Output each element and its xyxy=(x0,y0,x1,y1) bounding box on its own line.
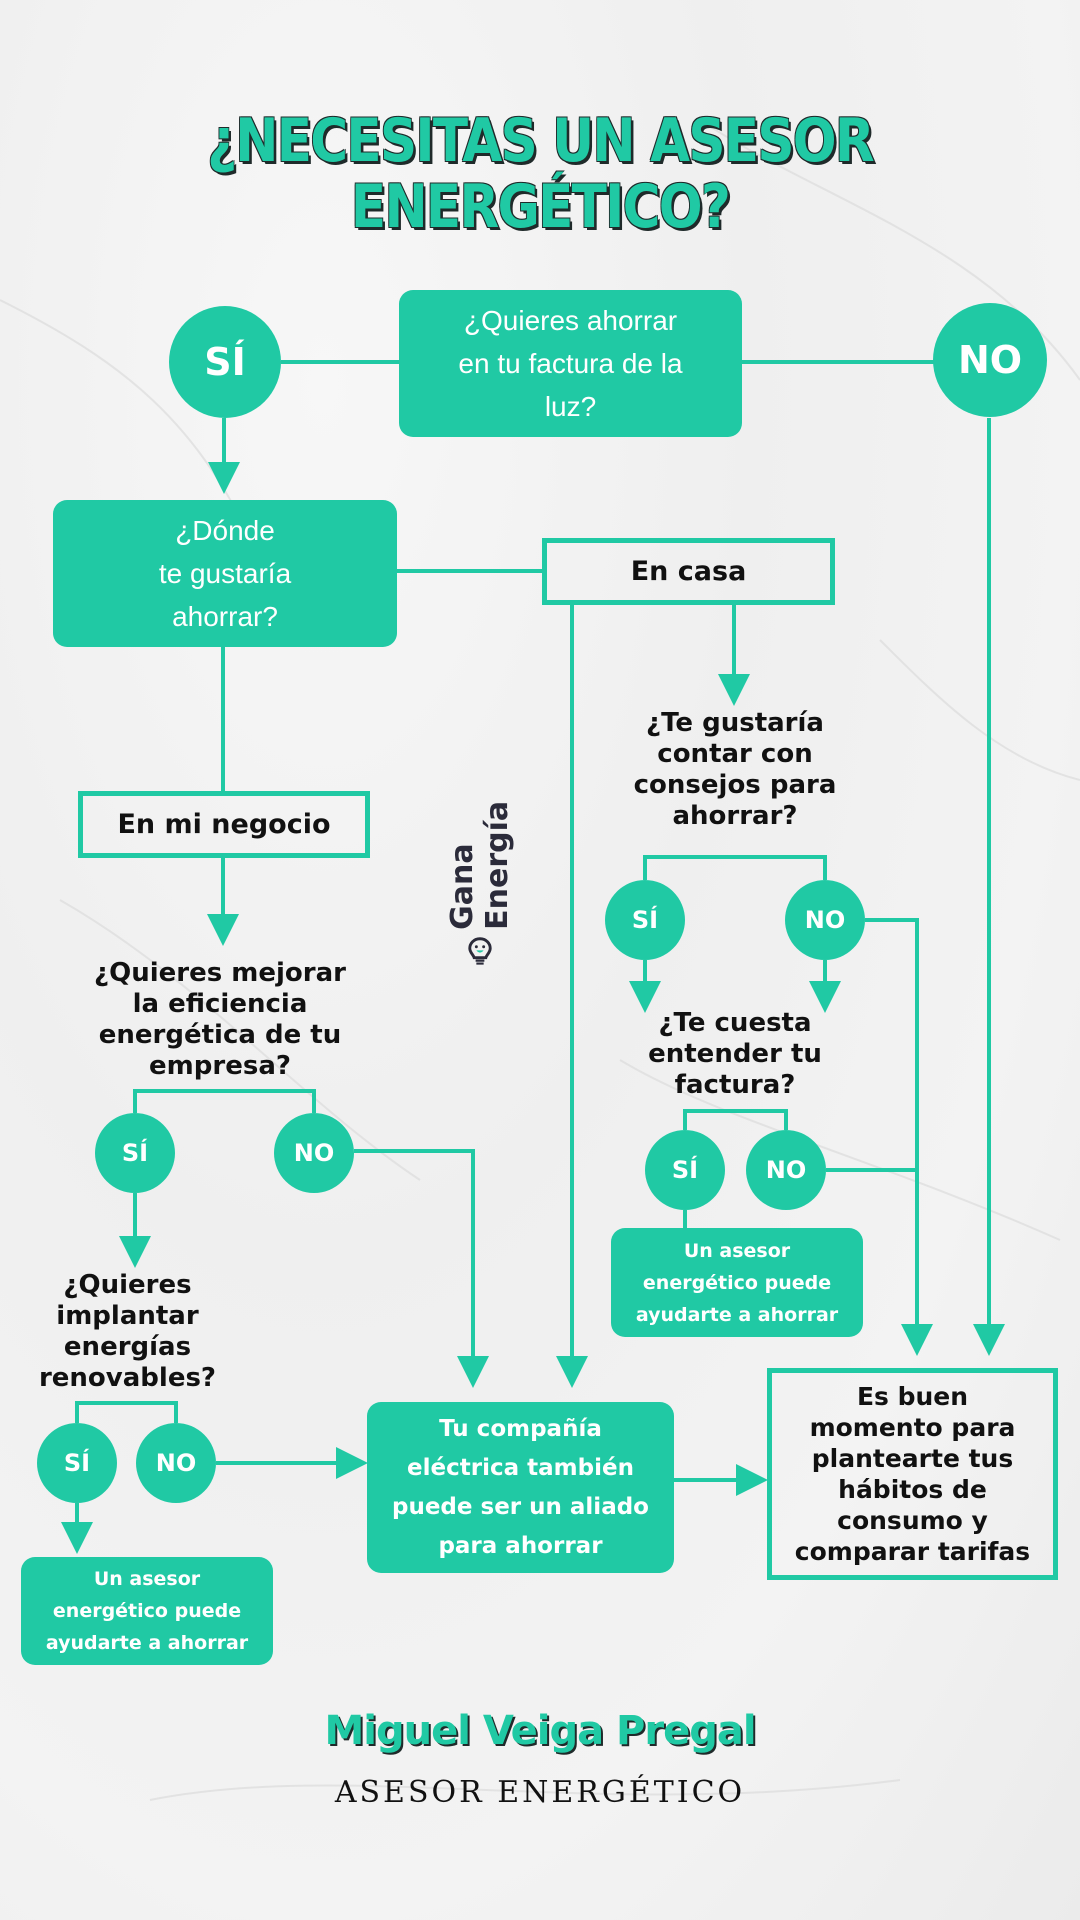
renewables-question: ¿Quieres implantar energías renovables? xyxy=(20,1270,235,1394)
efficiency-yes-circle: SÍ xyxy=(95,1113,175,1193)
business-option-label: En mi negocio xyxy=(117,809,331,840)
company-result-line: Tu compañía xyxy=(439,1415,602,1442)
efficiency-question-line: empresa? xyxy=(149,1051,291,1081)
main-question-line: en tu factura de la xyxy=(458,348,683,379)
bill-yes-circle: SÍ xyxy=(645,1130,725,1210)
main-question-line: luz? xyxy=(544,391,597,422)
bracket-renewables xyxy=(75,1401,178,1423)
title-line-1: ¿NECESITAS UN ASESOR xyxy=(207,106,875,176)
author-name: Miguel Veiga Pregal xyxy=(324,1708,756,1754)
final-result-line: momento para xyxy=(809,1413,1016,1442)
advisor-result-line: ayudarte a ahorrar xyxy=(45,1632,249,1654)
home-option-box: En casa xyxy=(542,538,835,605)
tips-question-line: ahorrar? xyxy=(672,801,798,831)
renewables-yes-label: SÍ xyxy=(63,1449,91,1477)
company-result-box: Tu compañía eléctrica también puede ser … xyxy=(367,1402,674,1573)
efficiency-question: ¿Quieres mejorar la eficiencia energétic… xyxy=(60,958,380,1082)
bill-question-line: ¿Te cuesta xyxy=(658,1008,812,1038)
tips-question-line: ¿Te gustaría xyxy=(646,708,824,738)
gana-energia-logo: Gana Energía xyxy=(445,765,515,965)
tips-no-circle: NO xyxy=(785,880,865,960)
efficiency-no-circle: NO xyxy=(274,1113,354,1193)
company-result-line: para ahorrar xyxy=(438,1532,603,1559)
main-question-line: ¿Quieres ahorrar xyxy=(463,305,678,336)
business-advisor-result-box: Un asesor energético puede ayudarte a ah… xyxy=(21,1557,273,1665)
page-title: ¿NECESITAS UN ASESOR ENERGÉTICO? xyxy=(76,108,1005,240)
renewables-question-line: renovables? xyxy=(38,1363,217,1393)
bill-question: ¿Te cuesta entender tu factura? xyxy=(615,1008,855,1101)
company-result-line: eléctrica también xyxy=(407,1454,634,1481)
renewables-no-label: NO xyxy=(155,1449,197,1477)
where-question-line: te gustaría xyxy=(158,558,292,589)
brand-name: Gana Energía xyxy=(445,800,515,930)
final-result-line: consumo y xyxy=(837,1506,988,1535)
efficiency-question-line: energética de tu xyxy=(98,1020,342,1050)
arrow-efficiency-no-to-company xyxy=(354,1149,489,1388)
bracket-bill xyxy=(683,1109,788,1130)
renewables-question-line: implantar xyxy=(56,1301,199,1331)
top-yes-label: SÍ xyxy=(204,340,246,384)
home-option-label: En casa xyxy=(630,556,747,587)
business-option-box: En mi negocio xyxy=(78,791,370,858)
bracket-efficiency xyxy=(133,1089,316,1113)
arrow-tips-no-to-final xyxy=(865,918,933,1356)
final-result-line: plantearte tus xyxy=(811,1444,1014,1473)
bill-no-circle: NO xyxy=(746,1130,826,1210)
advisor-result-line: energético puede xyxy=(52,1600,242,1622)
advisor-result-line: ayudarte a ahorrar xyxy=(635,1303,839,1326)
tips-yes-label: SÍ xyxy=(631,906,659,934)
bill-no-label: NO xyxy=(765,1156,807,1184)
where-question-box: ¿Dónde te gustaría ahorrar? xyxy=(53,500,397,647)
final-result-line: hábitos de xyxy=(838,1475,987,1504)
renewables-no-circle: NO xyxy=(136,1423,216,1503)
efficiency-question-line: ¿Quieres mejorar xyxy=(94,958,346,988)
tips-question: ¿Te gustaría contar con consejos para ah… xyxy=(600,708,870,832)
top-no-circle: NO xyxy=(933,303,1047,417)
advisor-result-line: Un asesor xyxy=(93,1568,201,1590)
efficiency-yes-label: SÍ xyxy=(121,1139,149,1167)
efficiency-no-label: NO xyxy=(293,1139,335,1167)
tips-question-line: consejos para xyxy=(633,770,837,800)
renewables-question-line: ¿Quieres xyxy=(63,1270,192,1300)
company-result-line: puede ser un aliado xyxy=(392,1493,649,1520)
advisor-result-line: Un asesor xyxy=(683,1239,791,1262)
top-yes-circle: SÍ xyxy=(169,306,281,418)
advisor-result-line: energético puede xyxy=(642,1271,832,1294)
main-question-box: ¿Quieres ahorrar en tu factura de la luz… xyxy=(399,290,742,437)
author-role: ASESOR ENERGÉTICO xyxy=(334,1775,746,1810)
where-question-line: ahorrar? xyxy=(172,601,278,632)
final-result-box: Es buen momento para plantearte tus hábi… xyxy=(767,1368,1058,1580)
bill-question-line: factura? xyxy=(674,1070,796,1100)
where-question-line: ¿Dónde xyxy=(175,515,275,546)
home-advisor-result-box: Un asesor energético puede ayudarte a ah… xyxy=(611,1228,863,1337)
bill-question-line: entender tu xyxy=(648,1039,822,1069)
bracket-tips xyxy=(643,855,827,880)
bill-yes-label: SÍ xyxy=(671,1156,699,1184)
efficiency-question-line: la eficiencia xyxy=(132,989,308,1019)
title-line-2: ENERGÉTICO? xyxy=(350,172,731,242)
tips-no-label: NO xyxy=(804,906,846,934)
final-result-line: Es buen xyxy=(856,1382,969,1411)
renewables-yes-circle: SÍ xyxy=(37,1423,117,1503)
final-result-line: comparar tarifas xyxy=(794,1537,1031,1566)
renewables-question-line: energías xyxy=(63,1332,192,1362)
lightbulb-icon xyxy=(468,937,492,965)
tips-yes-circle: SÍ xyxy=(605,880,685,960)
tips-question-line: contar con xyxy=(657,739,813,769)
top-no-label: NO xyxy=(957,338,1023,382)
